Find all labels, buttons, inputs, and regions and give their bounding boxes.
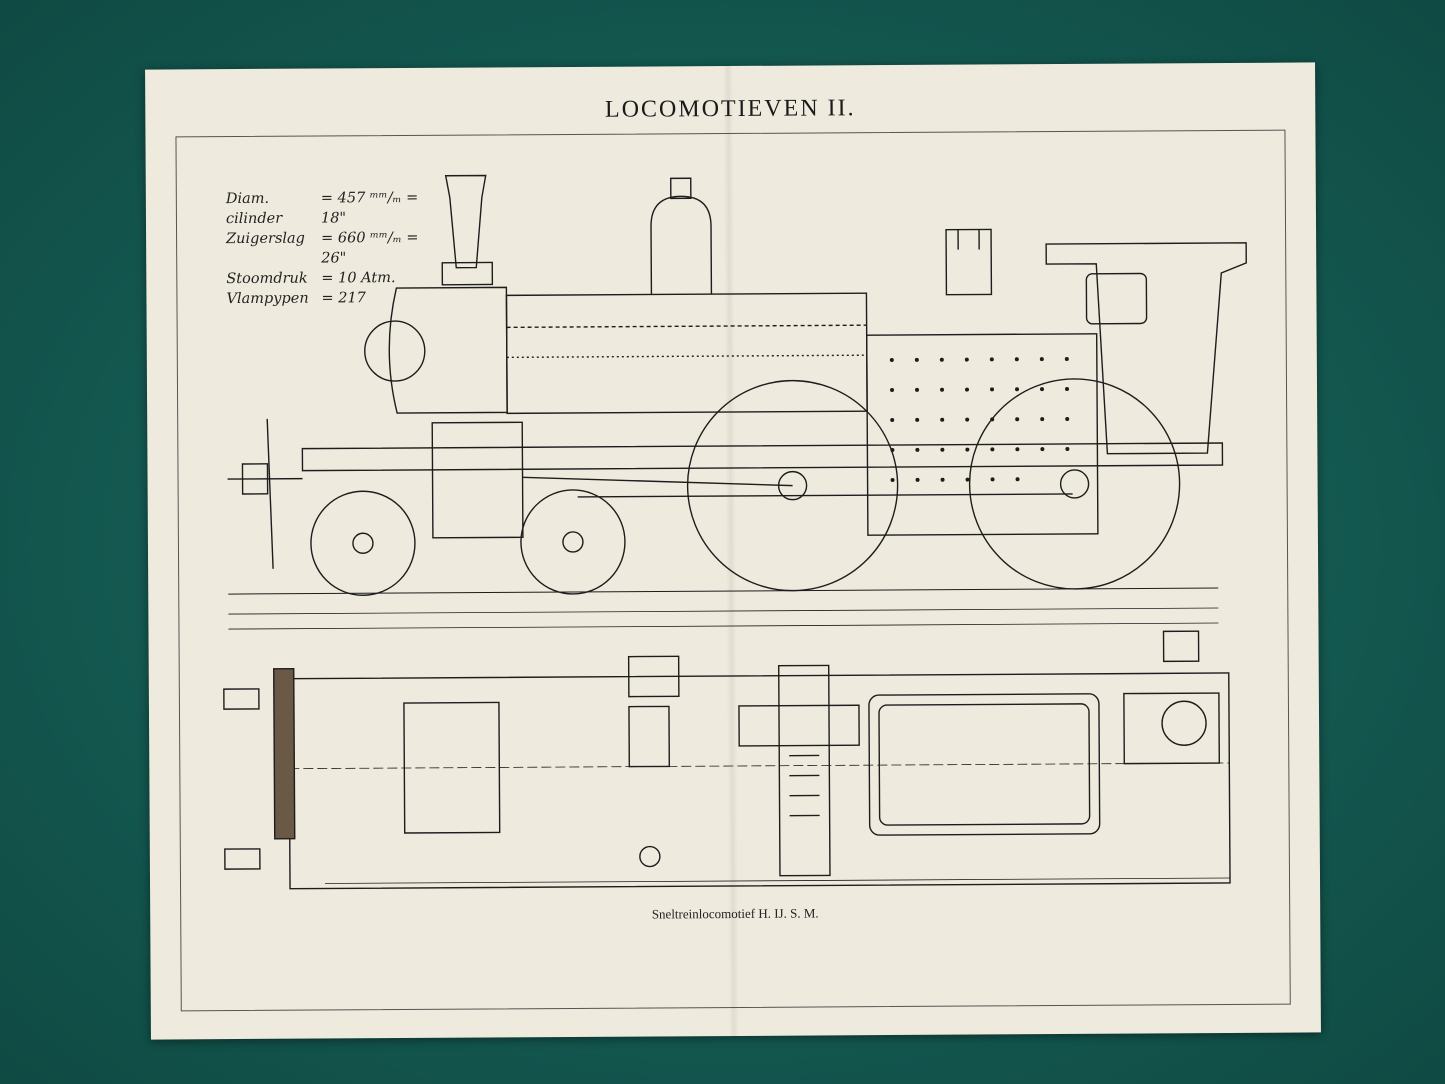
spec-table: Diam. cilinder = 457 ᵐᵐ/ₘ = 18" Zuigersl… — [226, 188, 447, 309]
locomotive-drawings — [223, 174, 1247, 890]
spec-row: Diam. cilinder = 457 ᵐᵐ/ₘ = 18" — [226, 188, 446, 229]
spec-row: Stoomdruk = 10 Atm. — [226, 268, 446, 289]
plan-view — [223, 630, 1231, 890]
spec-name: Vlampypen — [226, 290, 309, 308]
spec-row: Zuigerslag = 660 ᵐᵐ/ₘ = 26" — [226, 228, 446, 269]
spec-name: Diam. cilinder — [225, 190, 283, 228]
spec-name: Zuigerslag — [226, 230, 305, 248]
print-sheet: LOCOMOTIEVEN II. — [145, 62, 1321, 1040]
spec-value: = 217 — [321, 290, 366, 307]
spec-value: = 457 ᵐᵐ/ₘ = 18" — [320, 189, 419, 227]
spec-name: Stoomdruk — [226, 270, 308, 288]
spec-value: = 660 ᵐᵐ/ₘ = 26" — [321, 229, 419, 267]
side-elevation — [227, 174, 1247, 630]
spec-value: = 10 Atm. — [321, 270, 396, 287]
spec-row: Vlampypen = 217 — [226, 288, 446, 309]
